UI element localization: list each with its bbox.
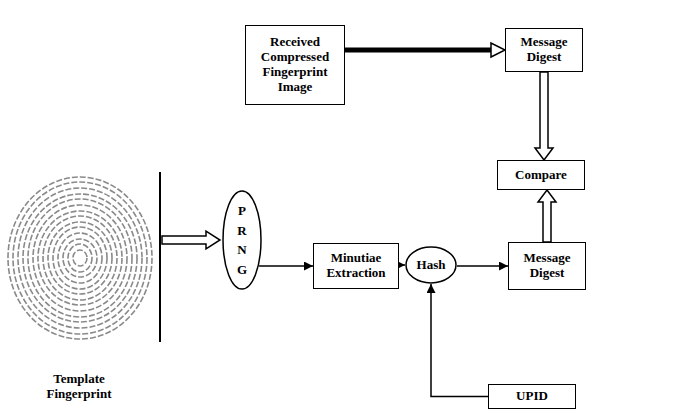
flow-arrow: [399, 265, 405, 266]
node-text: Minutiae Extraction: [320, 251, 392, 281]
thick-shaft: [345, 48, 491, 53]
digest-box: Message Digest: [505, 28, 583, 72]
ellipse-shape: [406, 247, 456, 283]
flow-arrow: [431, 284, 488, 396]
sensor-bar: [159, 172, 161, 342]
digest-box: Message Digest: [508, 242, 586, 290]
ellipse-shape: [223, 191, 261, 289]
node-text: Received Compressed Fingerprint Image: [252, 35, 338, 95]
image-caption: Template Fingerprint: [36, 372, 122, 402]
block-arrow-shape: [538, 190, 556, 242]
block-arrow: [538, 190, 556, 242]
node-text: Compare: [515, 168, 567, 183]
id-box: UPID: [488, 384, 576, 409]
node-text: P R N G: [236, 201, 249, 279]
flow-arrow: [259, 266, 313, 267]
node-text: Message Digest: [515, 251, 579, 281]
block-arrow-shape: [535, 72, 553, 160]
fingerprint-ridges: [8, 177, 152, 339]
node-text: UPID: [516, 389, 548, 404]
flow-arrow: [457, 266, 508, 267]
flow-line: [259, 265, 313, 267]
input-box: Received Compressed Fingerprint Image: [245, 25, 345, 105]
block-arrow: [345, 43, 505, 57]
open-arrowhead: [491, 43, 505, 57]
process-box: Minutiae Extraction: [313, 243, 399, 289]
flow-line: [457, 265, 508, 267]
node-text: Hash: [417, 258, 446, 273]
node-text: Message Digest: [512, 35, 576, 65]
hash-ellipse: Hash: [405, 246, 457, 284]
compare-box: Compare: [497, 160, 585, 190]
input-arrow: [162, 231, 220, 249]
prng-ellipse: P R N G: [222, 190, 262, 290]
flow-line: [399, 264, 405, 266]
block-arrow: [535, 72, 553, 160]
flow-line: [431, 284, 488, 396]
